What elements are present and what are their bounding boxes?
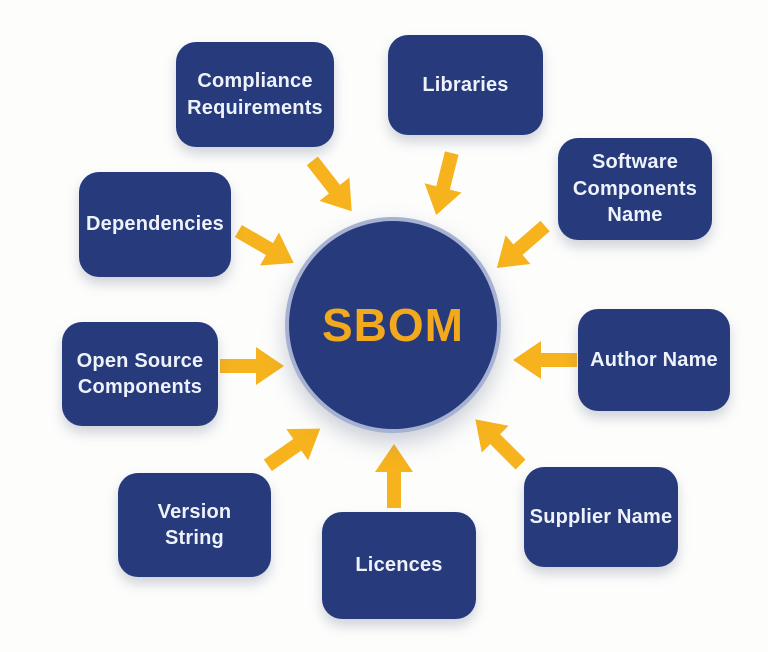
node-version-string: Version String <box>118 473 271 577</box>
node-open-source-components: Open Source Components <box>62 322 218 426</box>
arrow-author-name-to-center <box>513 340 577 380</box>
node-compliance-requirements-label: Compliance Requirements <box>187 70 323 119</box>
sbom-center-circle: SBOM <box>285 217 501 433</box>
arrow-software-components-name-to-center <box>484 211 559 283</box>
node-libraries-label: Libraries <box>422 73 509 96</box>
node-licences: Licences <box>322 512 476 619</box>
node-software-components-name-label: Software Components Name <box>572 151 698 227</box>
node-supplier-name: Supplier Name <box>524 467 678 567</box>
node-open-source-components-label: Open Source Components <box>76 349 204 398</box>
node-author-name: Author Name <box>578 309 730 411</box>
node-compliance-requirements: Compliance Requirements <box>176 42 334 147</box>
node-dependencies-label: Dependencies <box>85 213 224 236</box>
arrow-libraries-to-center <box>417 148 471 220</box>
arrow-open-source-components-to-center <box>220 346 284 386</box>
node-licences-label: Licences <box>355 554 443 577</box>
node-author-name-label: Author Name <box>590 348 718 371</box>
node-supplier-name-label: Supplier Name <box>529 505 673 528</box>
arrow-compliance-requirements-to-center <box>297 148 368 223</box>
arrow-supplier-name-to-center <box>461 405 535 479</box>
arrow-dependencies-to-center <box>228 214 303 281</box>
arrow-licences-to-center <box>374 444 414 508</box>
node-version-string-label: Version String <box>157 500 232 549</box>
arrow-version-string-to-center <box>256 412 331 481</box>
node-software-components-name: Software Components Name <box>558 138 712 240</box>
node-dependencies: Dependencies <box>79 172 231 277</box>
sbom-center-label: SBOM <box>322 299 464 351</box>
node-libraries: Libraries <box>388 35 543 135</box>
